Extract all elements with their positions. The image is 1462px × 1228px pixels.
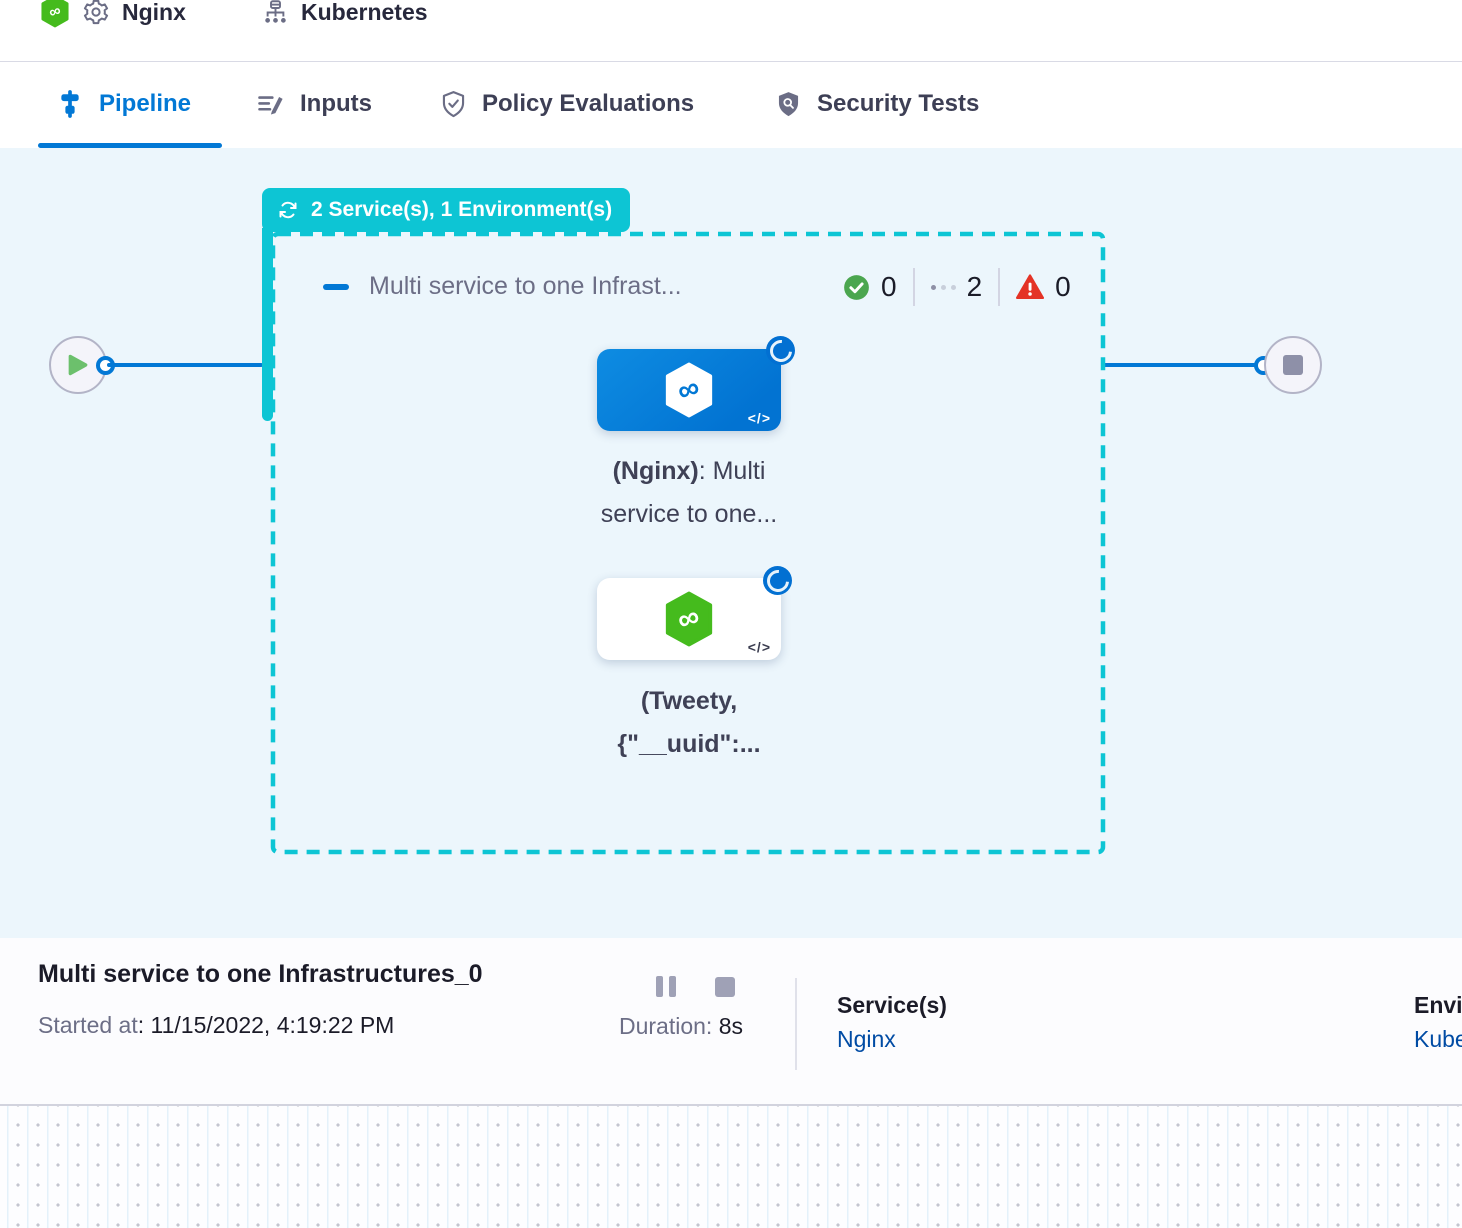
connector-context: Kubernetes — [262, 0, 428, 32]
duration-value: 8s — [719, 1013, 743, 1039]
started-at-label: Started at — [38, 1012, 138, 1038]
tab-pipeline[interactable]: Pipeline — [56, 84, 191, 124]
started-at: Started at: 11/15/2022, 4:19:22 PM — [38, 1012, 394, 1039]
tab-inputs[interactable]: Inputs — [255, 84, 372, 124]
tab-security-tests[interactable]: Security Tests — [775, 84, 979, 124]
loop-icon — [276, 198, 300, 222]
services-environments-badge-label: 2 Service(s), 1 Environment(s) — [311, 198, 612, 222]
tab-inputs-label: Inputs — [300, 90, 372, 118]
tab-security-tests-label: Security Tests — [817, 90, 979, 118]
edge-stage-to-end — [1103, 363, 1257, 367]
environment-kubernetes-link[interactable]: Kubernetes — [1414, 1026, 1462, 1053]
shield-scan-icon — [775, 90, 802, 119]
edge-start-to-stage — [107, 363, 263, 367]
service-nginx-link[interactable]: Nginx — [837, 1026, 896, 1053]
footer-divider — [795, 978, 797, 1070]
duration: Duration: 8s — [619, 1013, 743, 1040]
play-icon — [68, 354, 88, 376]
console-grid-area — [0, 1104, 1462, 1228]
inputs-edit-icon — [255, 90, 285, 118]
pipeline-context: ∞ Nginx — [40, 0, 186, 32]
execution-info-bar: Multi service to one Infrastructures_0 S… — [0, 938, 1462, 1104]
stop-execution-button[interactable] — [715, 977, 735, 997]
duration-label: Duration: — [619, 1013, 719, 1039]
stop-square-icon — [1283, 355, 1303, 375]
running-spinner-icon — [766, 336, 795, 365]
execution-title: Multi service to one Infrastructures_0 — [38, 960, 483, 989]
tab-pipeline-label: Pipeline — [99, 90, 191, 118]
pipeline-name: Nginx — [122, 0, 186, 26]
gear-icon — [82, 0, 110, 26]
pipeline-icon — [56, 89, 84, 119]
shield-check-icon — [440, 90, 467, 119]
context-header: ∞ Nginx Kubernetes — [0, 0, 1462, 62]
pipeline-canvas[interactable]: 2 Service(s), 1 Environment(s) Multi ser… — [0, 148, 1462, 938]
started-at-value: : 11/15/2022, 4:19:22 PM — [138, 1012, 395, 1038]
environments-column-header: Environment(s) — [1414, 992, 1462, 1019]
pause-execution-button[interactable] — [656, 976, 682, 997]
end-node — [1264, 336, 1322, 394]
connector-name: Kubernetes — [301, 0, 428, 26]
services-column-header: Service(s) — [837, 992, 947, 1019]
stage-group-strip — [262, 228, 273, 421]
stage-group-boundary — [270, 231, 1106, 855]
tab-policy-evaluations-label: Policy Evaluations — [482, 90, 694, 118]
tab-policy-evaluations[interactable]: Policy Evaluations — [440, 84, 694, 124]
kubernetes-cluster-icon — [262, 0, 289, 26]
running-spinner-icon — [763, 566, 792, 595]
services-environments-badge[interactable]: 2 Service(s), 1 Environment(s) — [262, 188, 630, 232]
harness-logo-icon: ∞ — [40, 0, 70, 28]
